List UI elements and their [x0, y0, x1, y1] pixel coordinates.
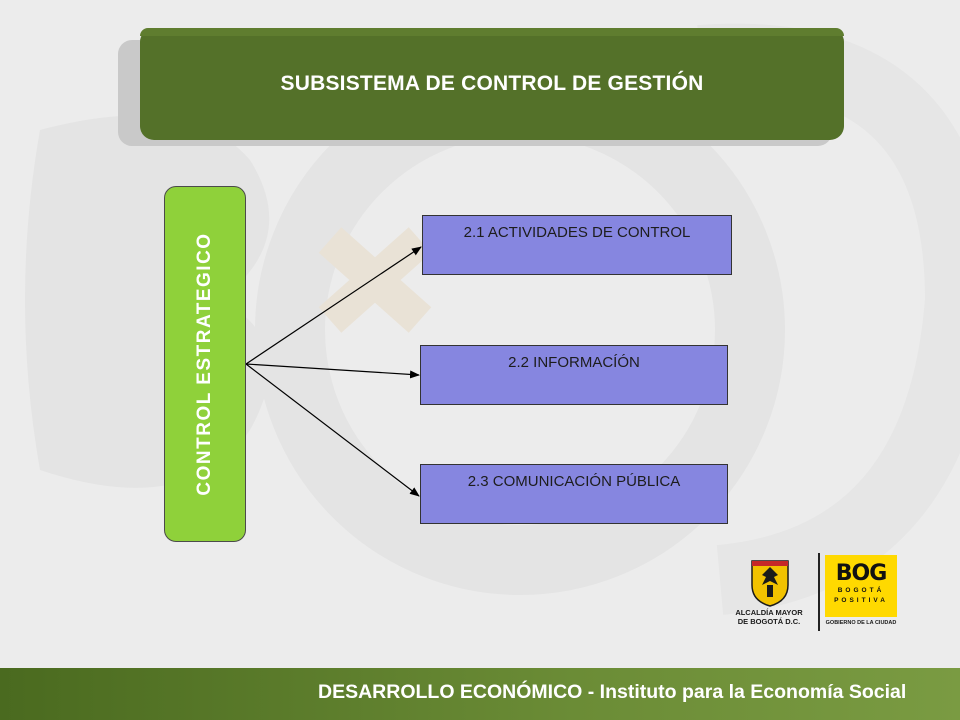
gobierno-de-la-ciudad-text: GOBIERNO DE LA CIUDAD — [825, 620, 897, 626]
node-actividades-label: 2.1 ACTIVIDADES DE CONTROL — [463, 224, 691, 241]
bog-subtitle-1: BOGOTÁ — [837, 587, 885, 594]
node-actividades-de-control: 2.1 ACTIVIDADES DE CONTROL — [422, 215, 732, 275]
bog-wordmark: BOG — [835, 561, 888, 586]
logo-divider — [818, 553, 820, 631]
bogota-coat-of-arms-icon — [748, 557, 792, 607]
alcaldia-line-2: DE BOGOTÁ D.C. — [737, 617, 801, 626]
alcaldia-logo-text: ALCALDÍA MAYOR DE BOGOTÁ D.C. — [728, 608, 810, 626]
control-estrategico-label: CONTROL ESTRATEGICO — [194, 232, 215, 496]
bog-subtitle-2: POSITIVA — [834, 597, 888, 604]
footer-bar: DESARROLLO ECONÓMICO - Instituto para la… — [0, 668, 960, 720]
page-title: SUBSISTEMA DE CONTROL DE GESTIÓN — [280, 72, 704, 95]
alcaldia-line-1: ALCALDÍA MAYOR — [735, 608, 803, 617]
footer-text: DESARROLLO ECONÓMICO - Instituto para la… — [318, 681, 907, 703]
institutional-logos: ALCALDÍA MAYOR DE BOGOTÁ D.C. BOG BOGOTÁ… — [728, 553, 903, 633]
node-comunicacion-publica: 2.3 COMUNICACIÓN PÚBLICA — [420, 464, 728, 524]
node-informacion-label: 2.2 INFORMACÍÓN — [508, 354, 640, 371]
node-informacion: 2.2 INFORMACÍÓN — [420, 345, 728, 405]
node-comunicacion-label: 2.3 COMUNICACIÓN PÚBLICA — [467, 473, 681, 490]
title-banner: SUBSISTEMA DE CONTROL DE GESTIÓN — [140, 28, 844, 140]
control-estrategico-box: CONTROL ESTRATEGICO — [164, 186, 246, 542]
bogota-positiva-logo: BOG BOGOTÁ POSITIVA — [825, 555, 897, 617]
